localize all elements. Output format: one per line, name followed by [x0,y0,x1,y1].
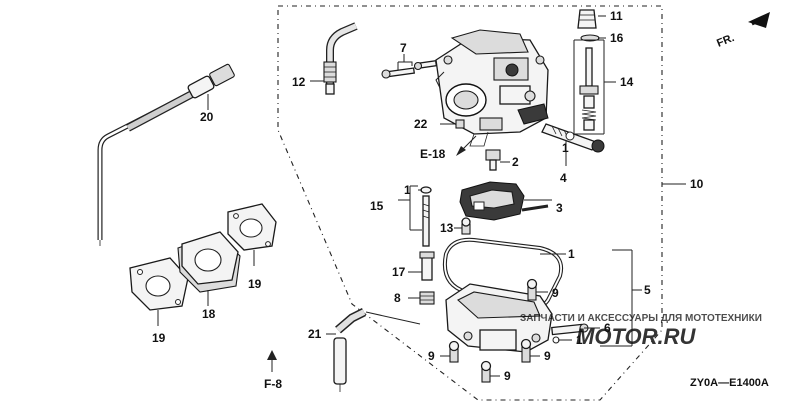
front-direction-arrow [748,12,770,28]
callout-21: 21 [308,327,322,341]
callout-1b: 1 [404,183,411,197]
screw-9d [480,360,492,383]
float-pin-screw-13 [461,217,471,235]
watermark-logo: MOTOR.RU [576,324,696,349]
callout-3: 3 [556,201,563,215]
leader-15 [398,185,422,231]
drain-screw-6 [551,323,589,336]
carburetor-insulator-18 [177,231,241,293]
callout-9b: 9 [428,349,435,363]
fuel-tube-12 [323,22,358,95]
callout-7: 7 [400,41,407,55]
drain-tube-21 [333,307,367,392]
callout-10: 10 [690,177,704,191]
needle-jet-17 [419,251,435,281]
screw-9c [520,338,532,363]
callout-12: 12 [292,75,306,89]
carburetor-body [435,29,549,147]
callout-14: 14 [620,75,634,89]
valve-2 [485,149,501,171]
leader-7 [397,54,413,70]
tube-to-chamber [365,311,421,325]
callout-17: 17 [392,265,406,279]
callout-13: 13 [440,221,454,235]
jet-bracket [573,39,605,135]
callout-6: 6 [604,321,611,335]
ref-e18: E-18 [420,147,446,161]
leader-5 [600,249,642,347]
callout-16: 16 [610,31,624,45]
callout-9c: 9 [544,349,551,363]
callout-1c: 1 [568,247,575,261]
main-jet-15 [420,186,432,247]
callout-19a: 19 [152,331,166,345]
diagram-code: ZY0A—E1400A [690,377,769,389]
f8-arrow [267,350,277,360]
e18-arrow [456,146,466,156]
callout-1d: 1 [576,333,583,347]
front-direction-label: FR. [715,32,736,50]
callout-9d: 9 [504,369,511,383]
carburetor-gasket-19a [129,257,189,311]
drain-plug-8 [419,291,435,305]
float-3 [459,181,549,221]
screw-9b [448,340,460,363]
callout-22: 22 [414,117,428,131]
callout-4: 4 [560,171,567,185]
throttle-cable [97,63,235,246]
screw-22 [455,119,465,129]
callout-9a: 9 [552,286,559,300]
leader-e18 [461,135,477,151]
screw-9a [526,278,538,301]
jet-set-14 [577,9,600,131]
callout-8: 8 [394,291,401,305]
callout-19b: 19 [248,277,262,291]
watermark-caption: ЗАПЧАСТИ И АКСЕССУАРЫ ДЛЯ МОТОТЕХНИКИ [520,313,762,324]
float-chamber-5 [445,283,553,353]
callout-20: 20 [200,110,214,124]
callout-11: 11 [610,9,623,23]
callout-2: 2 [512,155,519,169]
callout-18: 18 [202,307,216,321]
callout-5: 5 [644,283,651,297]
callout-1a: 1 [562,141,569,155]
ref-f8: F-8 [264,377,282,391]
float-chamber-gasket [443,237,563,310]
assembly-frame [277,5,663,401]
screw-set-7 [381,60,438,79]
carburetor-gasket-19b [227,203,277,251]
watermark-logo-text: MOTOR.RU [576,324,696,349]
pilot-screw-4 [541,123,605,153]
callout-15: 15 [370,199,384,213]
